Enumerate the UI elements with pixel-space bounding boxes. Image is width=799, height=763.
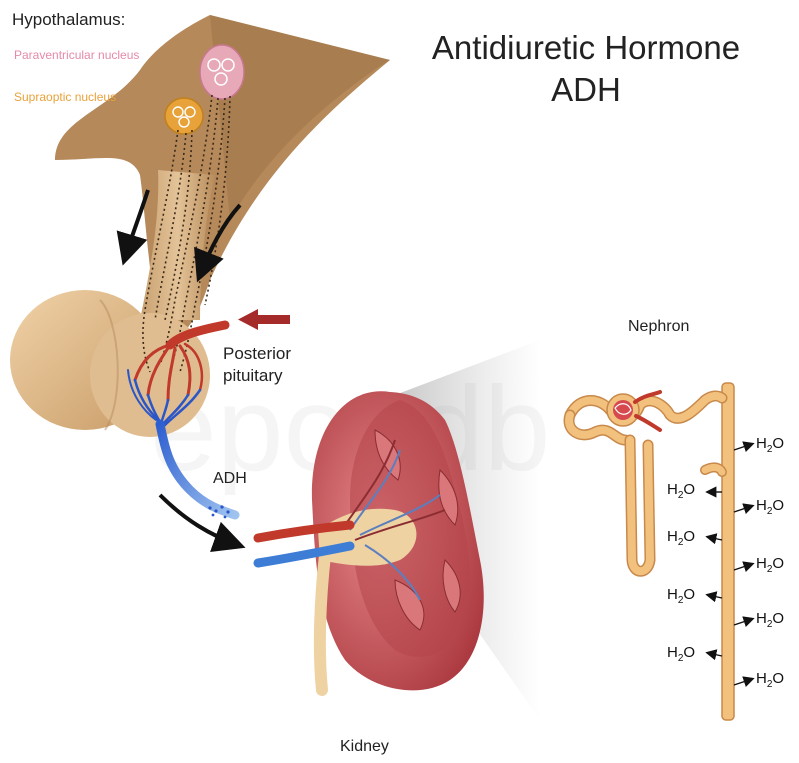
supraoptic-nucleus	[165, 98, 203, 134]
kidney-label: Kidney	[340, 738, 389, 756]
h2o-label: H2O	[667, 528, 695, 548]
h2o-label: H2O	[667, 644, 695, 664]
nephron-label: Nephron	[628, 318, 689, 336]
h2o-label: H2O	[756, 555, 784, 575]
arterial-input-arrow	[238, 309, 290, 330]
hypothalamus-label: Hypothalamus:	[12, 10, 125, 30]
paraventricular-label: Paraventricular nucleus	[14, 48, 139, 62]
h2o-label: H2O	[756, 610, 784, 630]
adh-label: ADH	[213, 470, 247, 488]
title-line-1: Antidiuretic Hormone	[376, 28, 796, 68]
paraventricular-nucleus	[200, 45, 244, 99]
h2o-label: H2O	[756, 497, 784, 517]
posterior-pituitary-label-1: Posterior	[223, 344, 291, 364]
posterior-pituitary-label-2: pituitary	[223, 366, 283, 386]
supraoptic-label: Supraoptic nucleus	[14, 90, 116, 104]
title-line-2: ADH	[376, 70, 796, 110]
h2o-label: H2O	[756, 670, 784, 690]
nephron	[569, 383, 734, 720]
h2o-label: H2O	[667, 481, 695, 501]
h2o-label: H2O	[667, 586, 695, 606]
h2o-label: H2O	[756, 435, 784, 455]
